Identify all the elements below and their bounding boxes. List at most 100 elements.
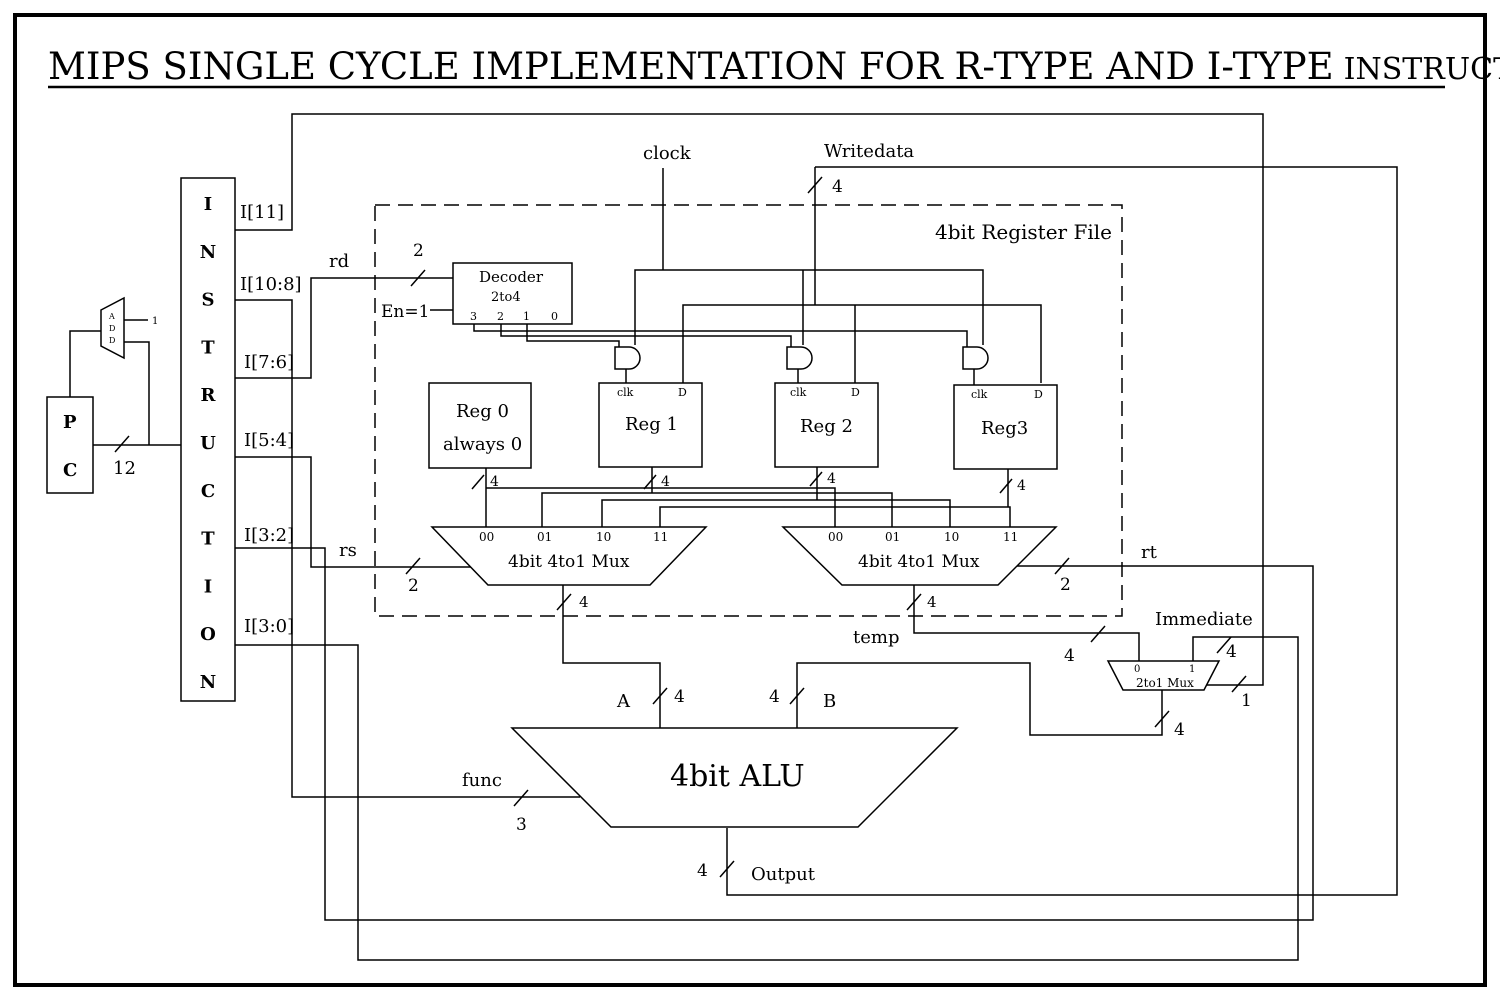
instruction-letter: R xyxy=(201,385,217,406)
decoder-line2: 2to4 xyxy=(491,290,521,305)
reg1-bus-slash xyxy=(643,474,657,490)
pc-adder xyxy=(100,296,125,360)
reg3-box xyxy=(953,384,1058,470)
field-i11: I[11] xyxy=(240,202,284,223)
title: MIPS SINGLE CYCLE IMPLEMENTATION FOR R-T… xyxy=(48,45,1500,88)
instruction-letter: I xyxy=(204,194,212,215)
mux-b-out-width: 4 xyxy=(927,593,937,611)
i11-select-wire xyxy=(235,113,1264,686)
decoder-pin-0: 0 xyxy=(551,310,558,323)
output-label: Output xyxy=(751,864,816,885)
instruction-letter: T xyxy=(201,529,215,550)
field-i7-6: I[7:6] xyxy=(244,352,294,373)
mux2-in1: 1 xyxy=(1189,664,1195,675)
field-i3-0: I[3:0] xyxy=(244,616,294,637)
mux-a-label: 4bit 4to1 Mux xyxy=(508,552,630,572)
reg1-width: 4 xyxy=(661,474,670,490)
instruction-letter: N xyxy=(200,242,216,263)
adder-feedback-wire xyxy=(124,341,150,445)
adder-label-a: A xyxy=(108,312,115,321)
alu-b-label: B xyxy=(823,691,836,712)
decoder-pin-1: 1 xyxy=(523,310,530,323)
mux-a-in-01: 01 xyxy=(537,530,552,544)
i3-2-rt-wire xyxy=(235,547,1314,921)
mux2-in0: 0 xyxy=(1134,664,1140,675)
rt-width: 2 xyxy=(1060,575,1071,595)
output-bus-slash xyxy=(719,860,735,878)
func-width: 3 xyxy=(516,815,527,835)
rd-label: rd xyxy=(329,251,349,272)
pc-label-p: P xyxy=(63,412,77,433)
alu-label: 4bit ALU xyxy=(670,759,805,794)
mux2-out-slash xyxy=(1154,710,1170,728)
mux-b-to-2to1 xyxy=(913,585,1140,661)
field-i5-4: I[5:4] xyxy=(244,430,294,451)
and-gate-reg3 xyxy=(962,346,989,370)
mux-b-out-slash xyxy=(906,593,922,611)
reg3-label: Reg3 xyxy=(981,418,1028,439)
clock-distribution xyxy=(634,269,984,345)
reg2-d: D xyxy=(851,386,860,399)
mux-a-to-alu-a xyxy=(562,585,661,728)
mux-b xyxy=(781,526,1058,586)
adder-label-d2: D xyxy=(109,336,115,345)
i7-6-rd-wire xyxy=(235,277,455,379)
mux-a-in-10: 10 xyxy=(596,530,611,544)
reg0-box xyxy=(428,382,532,469)
rs-label: rs xyxy=(339,540,357,561)
mux-b-in-11: 11 xyxy=(1003,530,1018,544)
mux-a xyxy=(430,526,708,586)
reg2-box xyxy=(774,382,879,468)
imm-width: 4 xyxy=(1226,642,1237,662)
instruction-memory xyxy=(180,177,236,702)
reg0-line2: always 0 xyxy=(443,434,522,455)
instruction-letter: T xyxy=(201,337,215,358)
instruction-letter: C xyxy=(201,481,215,502)
decoder-line1: Decoder xyxy=(479,268,544,286)
outer-frame xyxy=(13,13,1487,987)
instruction-letter: U xyxy=(200,433,216,454)
i5-4-rs-wire xyxy=(235,456,472,568)
immediate-label: Immediate xyxy=(1155,609,1253,630)
rt-label: rt xyxy=(1141,542,1158,563)
adder-const: 1 xyxy=(152,316,158,327)
and-gate-reg1 xyxy=(614,346,641,370)
mux2-out-width: 4 xyxy=(1174,720,1185,740)
decoder-2to4 xyxy=(452,262,573,325)
reg0-bus-slash xyxy=(471,474,485,490)
reg1-bus xyxy=(541,492,893,530)
mux-a-in-00: 00 xyxy=(479,530,494,544)
reg3-clk: clk xyxy=(971,388,988,401)
func-label: func xyxy=(462,770,502,791)
mux-a-out-width: 4 xyxy=(579,593,589,611)
pc-to-adder-wire xyxy=(69,330,101,397)
rd-bus-slash xyxy=(410,269,426,287)
mux-b-label: 4bit 4to1 Mux xyxy=(858,552,980,572)
decoder-pin-3: 3 xyxy=(470,310,477,323)
pc-label-c: C xyxy=(63,460,77,481)
reg2-clk: clk xyxy=(790,386,807,399)
mux-a-out-slash xyxy=(556,593,572,611)
mux-b-in-00: 00 xyxy=(828,530,843,544)
reg0-width: 4 xyxy=(490,474,499,490)
temp-label: temp xyxy=(853,627,899,648)
reg2-bus-slash xyxy=(809,471,823,487)
func-bus-slash xyxy=(513,789,529,807)
sel-bus-slash xyxy=(1231,675,1247,693)
writedata-feedback-wire xyxy=(726,166,1398,896)
reg3-bus-slash xyxy=(999,478,1013,494)
reg1-box xyxy=(598,382,703,468)
imm-bus-slash xyxy=(1216,636,1232,654)
field-i3-2: I[3:2] xyxy=(244,525,294,546)
adder-label-d1: D xyxy=(109,324,115,333)
writedata-width: 4 xyxy=(832,177,843,197)
mux-2to1 xyxy=(1106,660,1221,691)
instruction-letter: S xyxy=(202,290,215,311)
alu-a-width: 4 xyxy=(674,687,685,707)
reg3-bus xyxy=(659,506,1011,530)
reg1-clk: clk xyxy=(617,386,634,399)
sel-width: 1 xyxy=(1241,691,1252,711)
en-label: En=1 xyxy=(381,302,429,322)
